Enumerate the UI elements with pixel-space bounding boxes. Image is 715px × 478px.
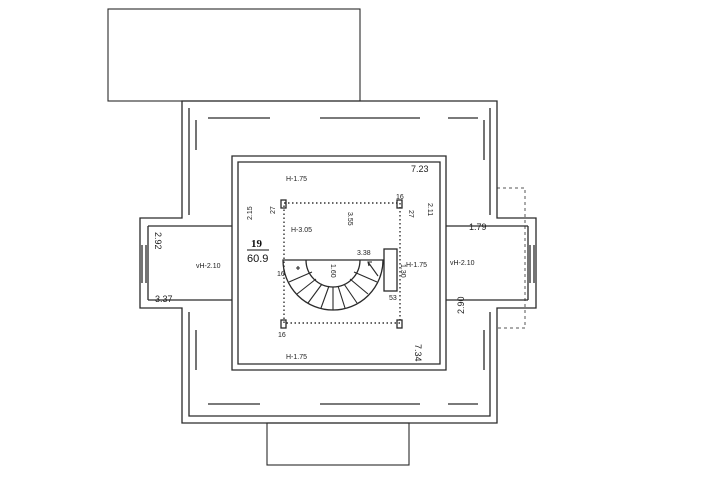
room-number: 19 <box>251 238 263 250</box>
right-wing-wall <box>446 225 529 301</box>
label-292: 2.92 <box>153 232 163 250</box>
label-130: 1.30 <box>399 264 406 278</box>
label-734: 7.34 <box>413 344 423 362</box>
label-215: 2.15 <box>247 206 254 220</box>
stair-treads <box>288 271 378 310</box>
label-211: 2.11 <box>426 203 433 216</box>
outer-block-top <box>107 8 361 102</box>
label-53: 53 <box>389 295 397 302</box>
outer-block-bottom <box>266 422 410 466</box>
stair-arrow <box>367 261 379 277</box>
inner-wall <box>231 155 447 371</box>
label-h-top: H-1.75 <box>286 176 307 183</box>
label-h-right: H-1.75 <box>406 262 427 269</box>
column-bl <box>280 319 287 329</box>
room-area: 60.9 <box>247 253 268 265</box>
label-723: 7.23 <box>411 164 429 174</box>
label-16-bottom: 16 <box>278 332 286 339</box>
column-tr <box>396 199 403 209</box>
label-355: 3.55 <box>346 212 353 226</box>
outer-wall <box>139 100 537 424</box>
spiral-stair-outer <box>282 259 384 311</box>
label-337: 3.37 <box>155 294 173 304</box>
perimeter-marks <box>195 117 485 405</box>
label-16-top: 16 <box>396 194 404 201</box>
label-27-right: 27 <box>407 210 414 218</box>
label-vh-right: vH-2.10 <box>450 260 475 267</box>
left-wing-wall <box>147 225 232 301</box>
column-br <box>396 319 403 329</box>
label-27-left: 27 <box>270 206 277 214</box>
label-179: 1.79 <box>469 222 487 232</box>
balcony-dashed-outline <box>497 187 526 329</box>
stair-plus-mark <box>296 266 300 270</box>
stair-side-element <box>383 248 398 292</box>
label-290: 2.90 <box>456 296 466 314</box>
column-tl <box>280 199 287 209</box>
label-16-left: 16 <box>277 271 285 278</box>
inner-wall-2 <box>237 161 441 365</box>
label-h-center: H-3.05 <box>291 227 312 234</box>
label-160: 1.60 <box>329 264 336 278</box>
label-h-bottom: H-1.75 <box>286 354 307 361</box>
stair-void <box>283 202 401 324</box>
outer-wall-inner <box>188 108 491 417</box>
label-vh-left: vH-2.10 <box>196 263 221 270</box>
label-338: 3.38 <box>357 250 371 257</box>
